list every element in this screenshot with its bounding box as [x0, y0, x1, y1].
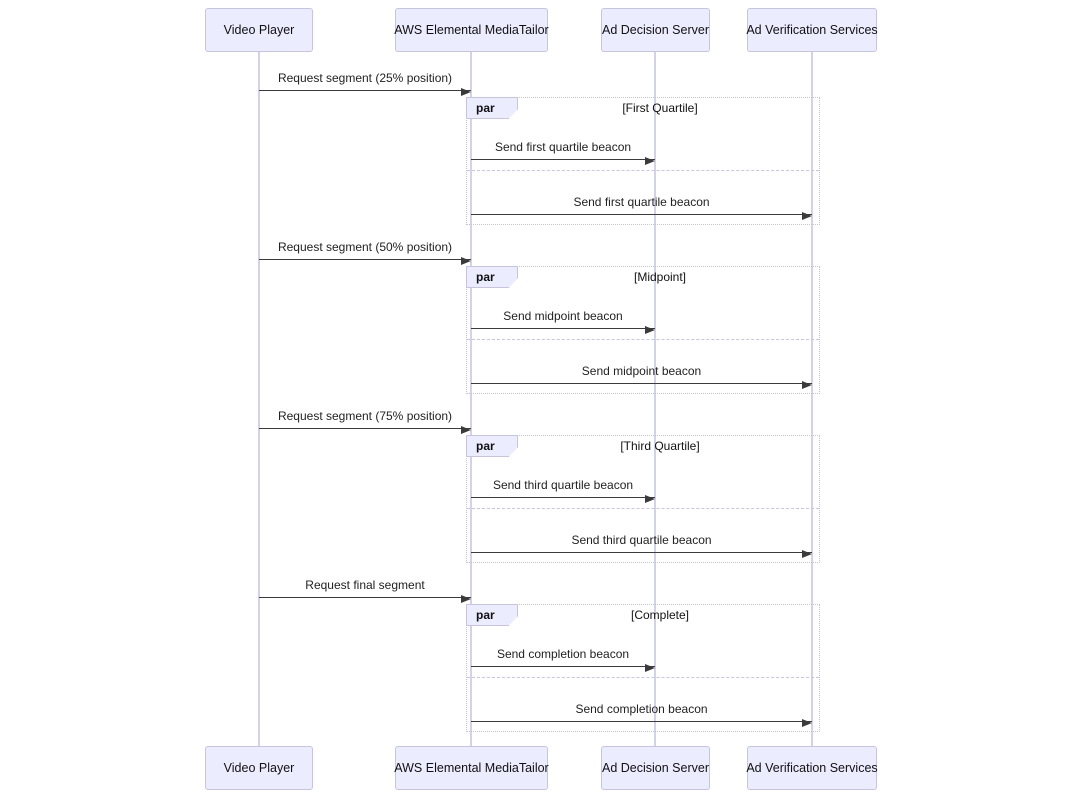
message-label: Request segment (75% position) — [277, 409, 453, 423]
message-first-quartile-beacon-ads: Send first quartile beacon — [471, 139, 655, 165]
message-label: Send completion beacon — [575, 702, 708, 716]
par-operator-tab: par — [466, 97, 518, 119]
actor-top-ad-decision-server: Ad Decision Server — [601, 8, 710, 52]
par-divider — [467, 508, 819, 509]
actor-bottom-ad-decision-server: Ad Decision Server — [601, 746, 710, 790]
message-arrow — [471, 211, 812, 220]
par-operator-tab: par — [466, 435, 518, 457]
lifeline-mediatailor — [470, 52, 472, 746]
arrow-head — [802, 380, 812, 389]
message-label: Send first quartile beacon — [573, 195, 710, 209]
message-third-quartile-beacon-ads: Send third quartile beacon — [471, 477, 655, 503]
message-label: Send midpoint beacon — [581, 364, 702, 378]
message-arrow — [259, 87, 471, 96]
message-third-quartile-beacon-avs: Send third quartile beacon — [471, 532, 812, 558]
par-divider — [467, 170, 819, 171]
actor-top-video-player: Video Player — [205, 8, 313, 52]
arrow-head — [645, 325, 655, 334]
par-divider — [467, 339, 819, 340]
arrow-head — [461, 256, 471, 265]
actor-label: Ad Decision Server — [602, 23, 709, 37]
message-arrow — [259, 425, 471, 434]
message-midpoint-beacon-ads: Send midpoint beacon — [471, 308, 655, 334]
arrow-head — [461, 87, 471, 96]
message-arrow — [471, 325, 655, 334]
message-arrow — [471, 663, 655, 672]
message-request-segment-75: Request segment (75% position) — [259, 408, 471, 434]
message-request-segment-25: Request segment (25% position) — [259, 70, 471, 96]
actor-bottom-mediatailor: AWS Elemental MediaTailor — [394, 746, 549, 790]
message-midpoint-beacon-avs: Send midpoint beacon — [471, 363, 812, 389]
message-label: Send first quartile beacon — [494, 140, 632, 154]
par-operator-label: par — [476, 270, 495, 284]
message-arrow — [471, 718, 812, 727]
par-operator-label: par — [476, 608, 495, 622]
message-arrow — [471, 494, 655, 503]
arrow-head — [645, 156, 655, 165]
lifeline-ad-verification-services — [811, 52, 813, 746]
message-arrow — [471, 156, 655, 165]
message-label: Request segment (50% position) — [277, 240, 453, 254]
actor-label: AWS Elemental MediaTailor — [394, 761, 549, 775]
par-block-midpoint: par [Midpoint] — [466, 266, 820, 394]
actor-label: Ad Verification Services — [746, 761, 878, 775]
arrow-head — [802, 718, 812, 727]
par-block-complete: par [Complete] — [466, 604, 820, 732]
message-request-segment-50: Request segment (50% position) — [259, 239, 471, 265]
message-label: Send completion beacon — [496, 647, 630, 661]
actor-top-ad-verification-services: Ad Verification Services — [746, 8, 878, 52]
par-block-first-quartile: par [First Quartile] — [466, 97, 820, 225]
par-operator-label: par — [476, 101, 495, 115]
message-arrow — [259, 256, 471, 265]
par-operator-label: par — [476, 439, 495, 453]
message-label: Send midpoint beacon — [503, 309, 623, 323]
arrow-head — [461, 425, 471, 434]
par-operator-tab: par — [466, 604, 518, 626]
message-label: Request segment (25% position) — [277, 71, 453, 85]
message-arrow — [259, 594, 471, 603]
lifeline-ad-decision-server — [654, 52, 656, 746]
arrow-head — [461, 594, 471, 603]
par-condition-label: [Midpoint] — [633, 270, 687, 284]
actor-bottom-video-player: Video Player — [205, 746, 313, 790]
message-first-quartile-beacon-avs: Send first quartile beacon — [471, 194, 812, 220]
actor-bottom-ad-verification-services: Ad Verification Services — [746, 746, 878, 790]
actor-label: Video Player — [223, 761, 295, 775]
actor-label: Ad Verification Services — [746, 23, 878, 37]
par-condition-label: [First Quartile] — [622, 101, 698, 115]
arrow-head — [802, 549, 812, 558]
actor-top-mediatailor: AWS Elemental MediaTailor — [394, 8, 549, 52]
par-condition-label: [Complete] — [630, 608, 690, 622]
par-operator-tab: par — [466, 266, 518, 288]
arrow-head — [802, 211, 812, 220]
par-block-third-quartile: par [Third Quartile] — [466, 435, 820, 563]
arrow-head — [645, 494, 655, 503]
message-arrow — [471, 549, 812, 558]
message-arrow — [471, 380, 812, 389]
arrow-head — [645, 663, 655, 672]
message-label: Request final segment — [305, 578, 425, 592]
actor-label: AWS Elemental MediaTailor — [394, 23, 549, 37]
actor-label: Video Player — [223, 23, 295, 37]
actor-label: Ad Decision Server — [602, 761, 709, 775]
lifeline-video-player — [258, 52, 260, 746]
message-label: Send third quartile beacon — [492, 478, 634, 492]
message-request-final-segment: Request final segment — [259, 577, 471, 603]
message-completion-beacon-ads: Send completion beacon — [471, 646, 655, 672]
par-condition-label: [Third Quartile] — [620, 439, 700, 453]
message-label: Send third quartile beacon — [571, 533, 712, 547]
par-divider — [467, 677, 819, 678]
message-completion-beacon-avs: Send completion beacon — [471, 701, 812, 727]
